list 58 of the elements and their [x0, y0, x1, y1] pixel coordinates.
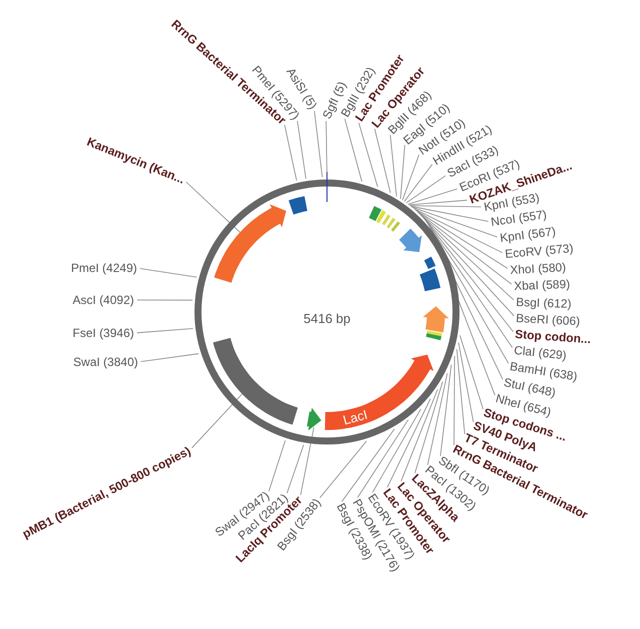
restriction-site-label: BsgI (612) [516, 295, 572, 311]
leader-line [374, 128, 391, 194]
leader-line [418, 212, 514, 300]
sequence-length: 5416 bp [302, 312, 352, 326]
leader-line [297, 120, 306, 180]
leader-line [427, 372, 448, 466]
restriction-site-label: FseI (3946) [72, 326, 134, 340]
restriction-site-label: XhoI (580) [510, 260, 566, 277]
leader-line [454, 356, 455, 446]
leader-line [410, 206, 488, 222]
promoter-marker [306, 408, 322, 430]
leader-line [414, 381, 444, 474]
leader-line [390, 134, 397, 197]
leader-line [458, 342, 474, 422]
leader-line [408, 188, 458, 205]
leader-line [413, 208, 503, 254]
leader-line [136, 300, 193, 301]
leader-line [358, 122, 378, 188]
leader-line [400, 389, 438, 482]
leader-line [341, 428, 395, 502]
leader-line [415, 210, 508, 269]
leader-line [410, 205, 482, 208]
leader-line [357, 419, 409, 498]
leader-line [408, 200, 468, 206]
leader-line [136, 328, 194, 334]
leader-line [320, 440, 367, 498]
leader-line [420, 214, 514, 316]
leader-line [456, 348, 466, 434]
restriction-site-label: AscI (4092) [72, 293, 134, 307]
leader-line [402, 154, 420, 200]
leader-line [344, 118, 362, 182]
leader-line [268, 440, 286, 492]
arc-arrow [214, 204, 286, 283]
leader-line [460, 335, 484, 410]
leader-line [412, 206, 498, 238]
leader-line [400, 144, 406, 200]
leader-line [192, 394, 242, 448]
leader-line [300, 426, 314, 496]
leader-line [186, 182, 240, 233]
leader-line [284, 124, 297, 181]
restriction-site-label: XbaI (589) [514, 277, 570, 293]
leader-line [386, 398, 431, 488]
restriction-site-label: SwaI (3840) [73, 355, 138, 369]
leader-line [404, 164, 433, 202]
restriction-site-label: BseRI (606) [516, 311, 580, 328]
leader-line [314, 110, 323, 178]
leader-line [416, 211, 512, 285]
leader-line [425, 220, 509, 364]
restriction-site-label: PmeI (4249) [70, 261, 137, 275]
leader-line [372, 408, 422, 493]
restriction-site-label: KpnI (567) [499, 224, 556, 245]
leader-line [140, 353, 199, 362]
leader-line [286, 444, 304, 494]
arc-arrow: LacI [324, 354, 434, 430]
leader-line [140, 268, 197, 278]
arc-bar [213, 338, 298, 425]
leader-line [406, 175, 446, 204]
leader-line [440, 364, 452, 456]
